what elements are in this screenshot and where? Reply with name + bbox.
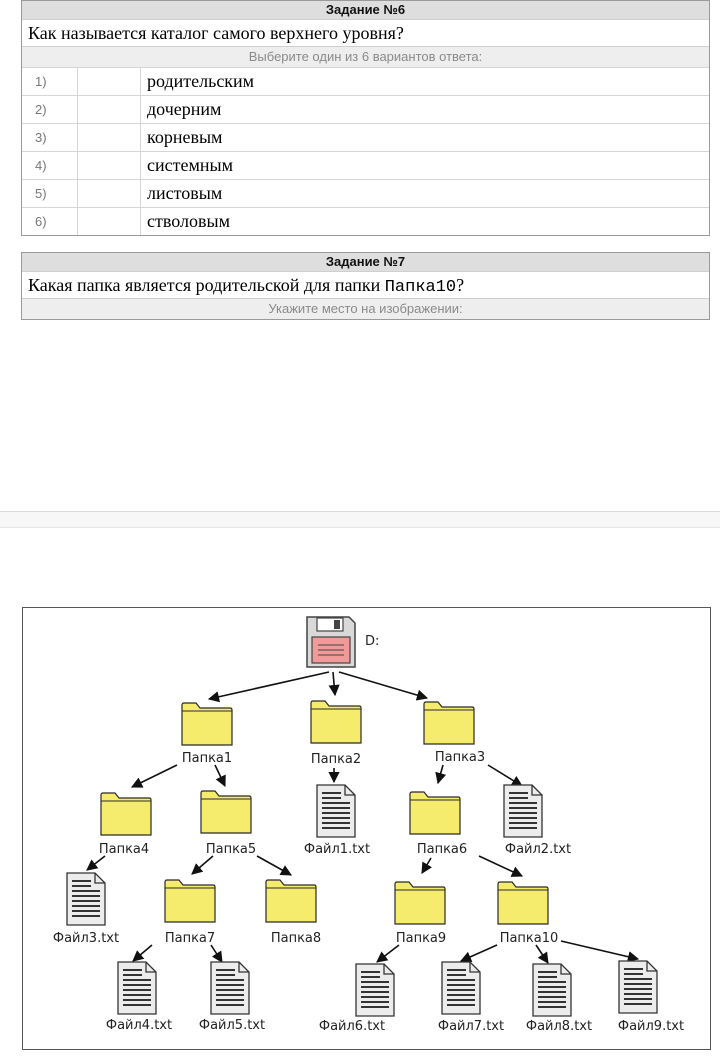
- task-6-question: Как называется каталог самого верхнего у…: [22, 19, 709, 46]
- folder-9-label: Папка9: [396, 931, 446, 946]
- option-select-cell[interactable]: [77, 67, 141, 96]
- file-8-label: Файл8.txt: [526, 1019, 592, 1034]
- file-2-label: Файл2.txt: [505, 842, 571, 857]
- task-7-header: Задание №7: [22, 253, 709, 271]
- option-text: дочерним: [140, 95, 709, 124]
- folder-tree-figure[interactable]: D: Папка1 Папка2 Папка3 Папка4 Папка5 Па…: [22, 607, 711, 1050]
- option-select-cell[interactable]: [77, 95, 141, 124]
- root-label: D:: [365, 634, 379, 649]
- answer-option-5[interactable]: 5) листовым: [22, 179, 709, 208]
- option-text: родительским: [140, 67, 709, 96]
- answer-option-4[interactable]: 4) системным: [22, 151, 709, 180]
- folder-1-label: Папка1: [182, 751, 232, 766]
- option-select-cell[interactable]: [77, 179, 141, 208]
- file-5-label: Файл5.txt: [199, 1018, 265, 1033]
- task-7-question: Какая папка является родительской для па…: [22, 271, 709, 298]
- file-3-icon[interactable]: [66, 872, 106, 926]
- option-text: листовым: [140, 179, 709, 208]
- option-select-cell[interactable]: [77, 151, 141, 180]
- folder-2-icon[interactable]: [310, 700, 362, 744]
- option-number: 6): [22, 207, 78, 235]
- option-number: 2): [22, 95, 78, 124]
- answer-option-1[interactable]: 1) родительским: [22, 67, 709, 96]
- option-text: стволовым: [140, 207, 709, 235]
- folder-1-icon[interactable]: [181, 702, 233, 746]
- file-1-icon[interactable]: [316, 784, 356, 838]
- task-7-hint: Укажите место на изображении:: [22, 298, 709, 319]
- floppy-disk-icon[interactable]: [306, 616, 356, 668]
- answer-option-2[interactable]: 2) дочерним: [22, 95, 709, 124]
- folder-7-icon[interactable]: [164, 879, 216, 923]
- folder-10-icon[interactable]: [497, 881, 549, 925]
- file-9-icon[interactable]: [618, 960, 658, 1014]
- folder-8-icon[interactable]: [265, 879, 317, 923]
- file-2-icon[interactable]: [503, 784, 543, 838]
- file-3-label: Файл3.txt: [53, 931, 119, 946]
- answer-option-3[interactable]: 3) корневым: [22, 123, 709, 152]
- question-code: Папка10: [384, 278, 457, 297]
- folder-4-icon[interactable]: [100, 792, 152, 836]
- question-mark: ?: [456, 275, 465, 295]
- file-7-label: Файл7.txt: [438, 1019, 504, 1034]
- file-6-label: Файл6.txt: [319, 1019, 385, 1034]
- task-6-header: Задание №6: [22, 1, 709, 19]
- option-text: системным: [140, 151, 709, 180]
- answer-option-6[interactable]: 6) стволовым: [22, 207, 709, 235]
- file-9-label: Файл9.txt: [618, 1019, 684, 1034]
- folder-6-icon[interactable]: [409, 791, 461, 835]
- folder-tree: D: Папка1 Папка2 Папка3 Папка4 Папка5 Па…: [53, 616, 684, 1034]
- folder-4-label: Папка4: [99, 842, 149, 857]
- file-4-label: Файл4.txt: [106, 1018, 172, 1033]
- section-divider: [0, 511, 720, 528]
- folder-2-label: Папка2: [311, 752, 361, 767]
- folder-5-label: Папка5: [206, 842, 256, 857]
- task-6: Задание №6 Как называется каталог самого…: [21, 0, 710, 236]
- question-text: Какая папка является родительской для па…: [28, 275, 385, 295]
- option-number: 1): [22, 67, 78, 96]
- file-1-label: Файл1.txt: [304, 842, 370, 857]
- file-5-icon[interactable]: [210, 961, 250, 1015]
- file-7-icon[interactable]: [441, 961, 481, 1015]
- folder-5-icon[interactable]: [200, 790, 252, 834]
- folder-3-label: Папка3: [435, 750, 485, 765]
- option-text: корневым: [140, 123, 709, 152]
- tree-arrows: [86, 671, 640, 964]
- task-6-hint: Выберите один из 6 вариантов ответа:: [22, 46, 709, 67]
- folder-6-label: Папка6: [417, 842, 467, 857]
- folder-10-label: Папка10: [500, 931, 559, 946]
- file-6-icon[interactable]: [355, 963, 395, 1017]
- answer-options: 1) родительским 2) дочерним 3) корневым …: [22, 67, 709, 235]
- folder-8-label: Папка8: [271, 931, 321, 946]
- file-4-icon[interactable]: [117, 961, 157, 1015]
- option-number: 4): [22, 151, 78, 180]
- folder-9-icon[interactable]: [394, 881, 446, 925]
- file-8-icon[interactable]: [532, 963, 572, 1017]
- task-7: Задание №7 Какая папка является родитель…: [21, 252, 710, 320]
- option-select-cell[interactable]: [77, 207, 141, 235]
- option-number: 3): [22, 123, 78, 152]
- option-select-cell[interactable]: [77, 123, 141, 152]
- folder-3-icon[interactable]: [423, 701, 475, 745]
- folder-7-label: Папка7: [165, 931, 215, 946]
- option-number: 5): [22, 179, 78, 208]
